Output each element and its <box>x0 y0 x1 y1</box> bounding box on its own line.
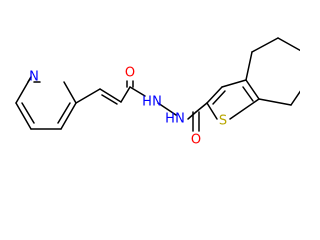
bond-th-3 <box>245 79 260 100</box>
bond-py-4 <box>60 102 77 130</box>
bond-vinyl-1 <box>75 88 101 104</box>
bond-th-1 <box>206 86 223 104</box>
bond-vinyl-2 <box>99 88 122 103</box>
carbonyl-oxygen-label-2: O <box>191 133 201 148</box>
bond-th-3-inner <box>242 86 254 102</box>
bond-hep-3 <box>277 37 300 52</box>
molecule-canvas: N O H N H N O S <box>15 37 300 148</box>
hydrazide-h-label-1: H <box>142 95 152 110</box>
bond-py-5 <box>63 81 77 104</box>
bond-hydrazide-nn <box>157 102 177 116</box>
bond-py-2 <box>15 102 32 130</box>
bond-th-5 <box>206 102 218 120</box>
bond-th-4 <box>229 98 260 120</box>
hydrazide-nitrogen-label-2: N <box>175 112 185 127</box>
bond-vinyl-2-inner <box>101 94 118 105</box>
bond-py-4-inner <box>57 102 71 124</box>
bond-py-6 <box>27 76 32 83</box>
atom-label-layer: N O H N H N O S <box>29 66 227 148</box>
bond-th-2 <box>221 79 247 88</box>
molecule-diagram: N O H N H N O S <box>15 37 300 148</box>
bond-hep-6 <box>258 98 292 106</box>
bond-hep-5 <box>290 90 300 106</box>
thiophene-sulfur-label: S <box>219 114 227 129</box>
hydrazide-nitrogen-label-1: N <box>152 95 162 110</box>
pyridine-nitrogen-label: N <box>29 70 39 85</box>
bond-hep-1 <box>245 51 253 81</box>
bond-th-1-inner <box>212 90 226 105</box>
bond-layer <box>15 37 300 132</box>
bond-hep-2 <box>251 37 279 53</box>
hydrazide-h-label-2: H <box>165 112 175 127</box>
bond-amide1-cn <box>129 86 146 97</box>
bond-py-2-inner <box>21 102 35 124</box>
bond-hydrazide-nc <box>187 111 197 120</box>
bond-amide2-c <box>195 102 208 113</box>
carbonyl-oxygen-label-1: O <box>125 66 135 81</box>
bond-vinyl-3 <box>120 86 131 103</box>
